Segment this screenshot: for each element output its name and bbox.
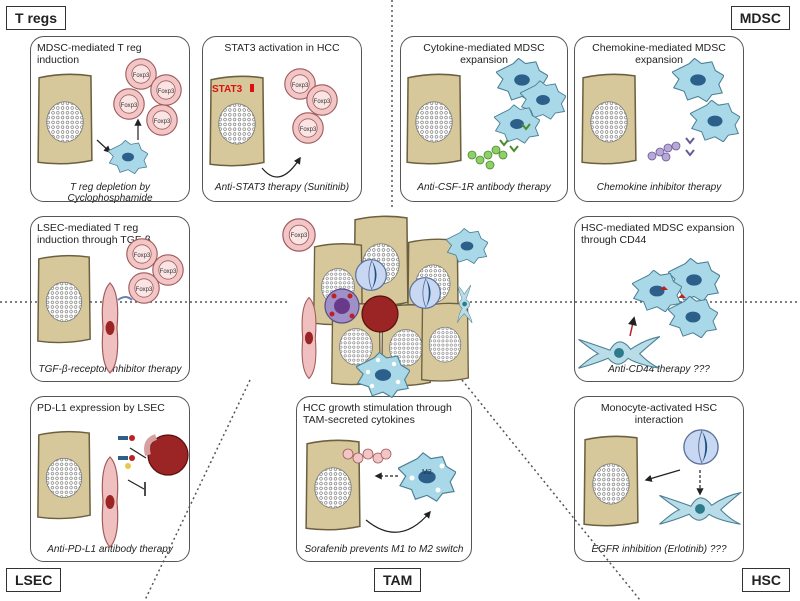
panel-chemokine-mdsc-expansion: Chemokine-mediated MDSC expansion Chemok…: [574, 36, 744, 202]
panel-title: Monocyte-activated HSC interaction: [600, 402, 718, 426]
panel-caption: Anti-CSF-1R antibody therapy: [417, 182, 551, 193]
panel-caption: T reg depletion by Cyclophosphamide: [67, 182, 153, 204]
panel-lsec-treg-induction: LSEC-mediated T reg induction through TG…: [30, 216, 190, 382]
label-lsec: LSEC: [6, 568, 62, 592]
panel-title: HCC growth stimulation through TAM-secre…: [303, 402, 452, 426]
panel-caption: Anti-PD-L1 antibody therapy: [47, 544, 173, 555]
panel-cytokine-mdsc-expansion: Cytokine-mediated MDSC expansion Anti-CS…: [400, 36, 568, 202]
label-hsc: HSC: [742, 568, 790, 592]
panel-title: PD-L1 expression by LSEC: [37, 402, 165, 414]
panel-title: MDSC-mediated T reg induction: [37, 42, 142, 66]
panel-title: LSEC-mediated T reg induction through TG…: [37, 222, 151, 246]
panel-title: HSC-mediated MDSC expansion through CD44: [581, 222, 735, 246]
panel-caption: Anti-CD44 therapy ???: [608, 364, 710, 375]
panel-pdl1-expression: PD-L1 expression by LSEC Anti-PD-L1 anti…: [30, 396, 190, 562]
panel-title: Chemokine-mediated MDSC expansion: [592, 42, 726, 66]
panel-stat3-activation: STAT3 activation in HCC Anti-STAT3 thera…: [202, 36, 362, 202]
panel-title: Cytokine-mediated MDSC expansion: [423, 42, 545, 66]
panel-caption: Chemokine inhibitor therapy: [596, 182, 722, 193]
panel-caption: TGF-β-receptor inhibitor therapy: [38, 364, 182, 375]
label-mdsc: MDSC: [730, 6, 790, 30]
panel-caption: Anti-STAT3 therapy (Sunitinib): [214, 182, 350, 193]
foxp3-label: Foxp3: [291, 233, 308, 239]
panel-hsc-cd44: HSC-mediated MDSC expansion through CD44…: [574, 216, 744, 382]
panel-caption: EGFR inhibition (Erlotinib) ???: [591, 544, 727, 555]
central-liver-cluster: [282, 215, 488, 398]
label-tregs: T regs: [6, 6, 67, 30]
panel-hsc-monocyte: Monocyte-activated HSC interaction EGFR …: [574, 396, 744, 562]
label-tam: TAM: [374, 568, 422, 592]
panel-caption: Sorafenib prevents M1 to M2 switch: [304, 544, 464, 555]
panel-title: STAT3 activation in HCC: [224, 42, 340, 54]
panel-tam-cytokines: HCC growth stimulation through TAM-secre…: [296, 396, 472, 562]
panel-mdsc-treg-induction: MDSC-mediated T reg induction T reg depl…: [30, 36, 190, 204]
